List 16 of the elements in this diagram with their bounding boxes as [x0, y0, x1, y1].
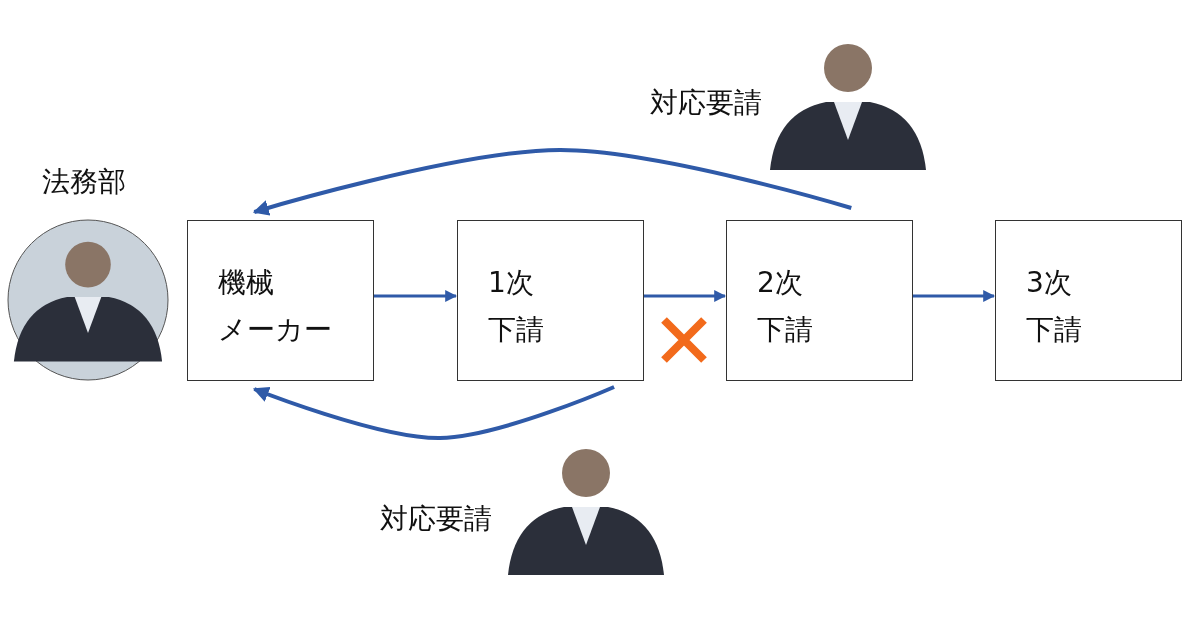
arrow	[252, 148, 852, 216]
box-label: 3次下請	[1026, 265, 1083, 348]
arrow	[644, 290, 727, 302]
caption-text: 対応要請	[380, 501, 492, 537]
process-box	[457, 220, 644, 381]
process-box	[726, 220, 913, 381]
box-label: 2次下請	[757, 265, 814, 348]
arrow	[374, 290, 458, 302]
box-label: 機械メーカー	[218, 265, 333, 348]
caption-text: 対応要請	[650, 85, 762, 121]
process-box	[187, 220, 374, 381]
arrow	[252, 385, 615, 440]
caption-text: 法務部	[42, 164, 126, 200]
arrow	[913, 290, 996, 302]
process-box	[995, 220, 1182, 381]
box-label: 1次下請	[488, 265, 545, 348]
